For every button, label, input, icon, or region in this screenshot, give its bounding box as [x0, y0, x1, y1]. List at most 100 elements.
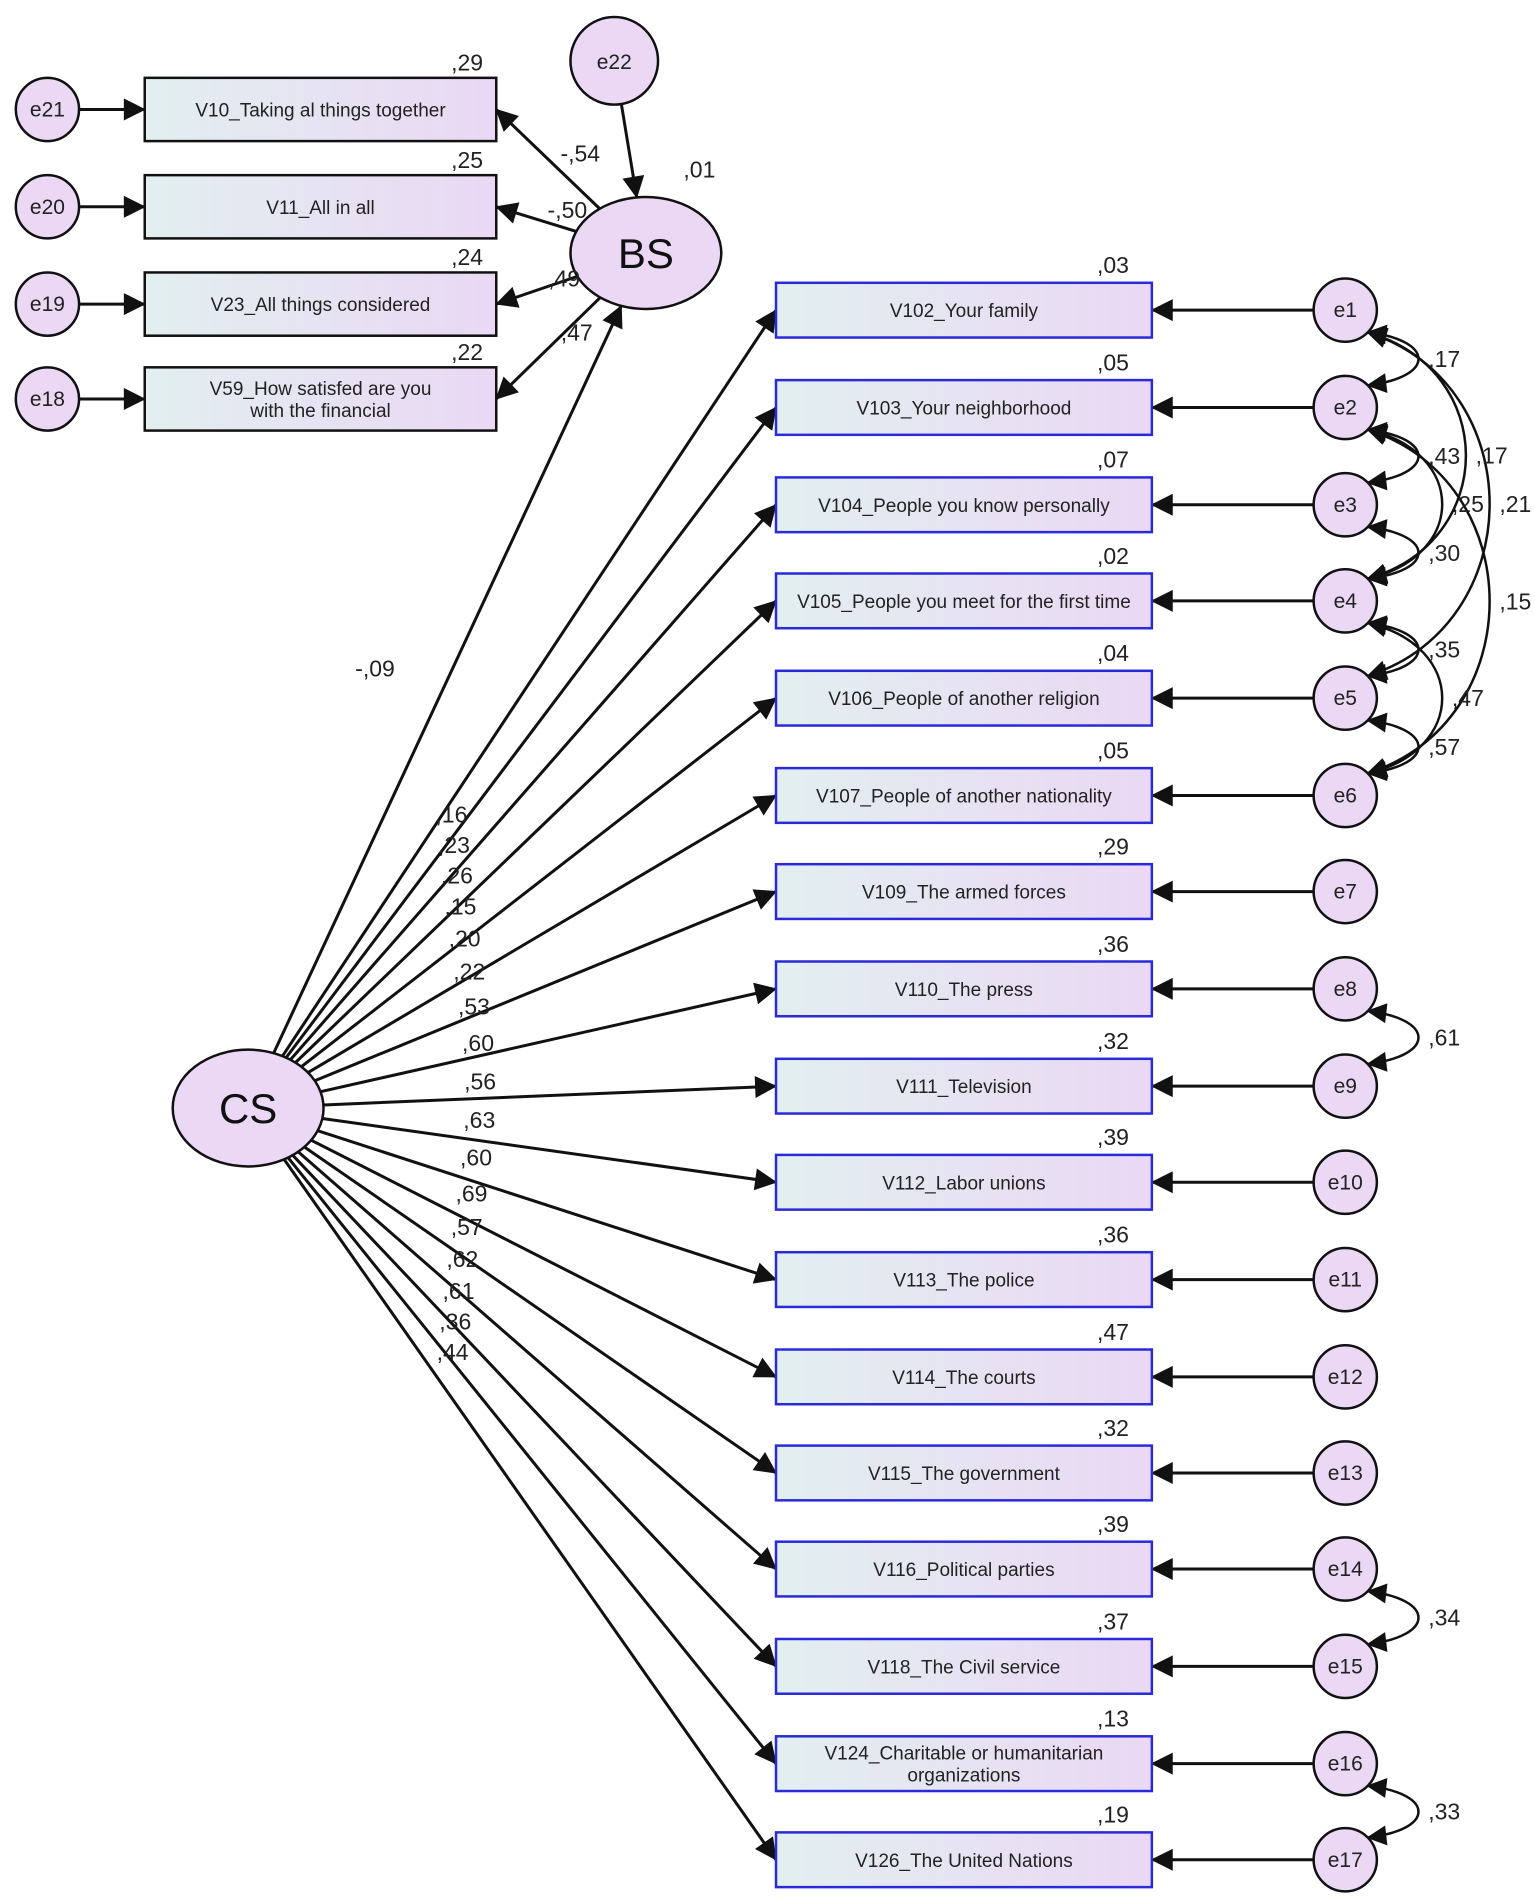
- covariance-label: ,17: [1476, 443, 1508, 469]
- error-term-label: e16: [1328, 1753, 1363, 1776]
- observed-variable-box: [774, 1735, 1154, 1793]
- covariance-label: ,57: [1428, 734, 1460, 760]
- loading-label: ,56: [464, 1069, 496, 1095]
- bs-r-squared-label: ,01: [683, 157, 715, 183]
- covariance-curve: [1366, 324, 1420, 394]
- r-squared-label: ,07: [1097, 447, 1129, 473]
- error-term-label: e5: [1334, 687, 1357, 710]
- cs-loading-arrow: [282, 1158, 778, 1861]
- covariance-curve: [1366, 328, 1491, 680]
- loading-label: -,54: [560, 141, 600, 167]
- cs-loading-arrow: [281, 309, 778, 1057]
- observed-variable-label: V107_People of another nationality: [816, 786, 1112, 807]
- r-squared-label: ,29: [451, 50, 483, 76]
- observed-variable-label: V105_People you meet for the first time: [797, 592, 1131, 613]
- cs-loading-arrow: [289, 503, 778, 1061]
- loading-label: ,26: [441, 863, 473, 889]
- covariance-label: ,21: [1499, 491, 1531, 517]
- loading-label: ,57: [451, 1214, 483, 1240]
- observed-variable-label: V102_Your family: [890, 301, 1039, 322]
- r-squared-label: ,22: [451, 339, 483, 365]
- covariance-label: ,17: [1428, 346, 1460, 372]
- observed-variable-label: V106_People of another religion: [828, 689, 1099, 710]
- r-squared-label: ,36: [1097, 931, 1129, 957]
- covariance-curve: [1366, 519, 1420, 587]
- observed-variable-box: [774, 1153, 1154, 1211]
- loading-label: ,22: [453, 959, 485, 985]
- r-squared-label: ,29: [1097, 833, 1129, 859]
- labels-layer: V10_Taking al things together e21 ,29 -,54V…: [30, 50, 1531, 1872]
- loading-label: ,20: [449, 925, 481, 951]
- error-term-label: e15: [1328, 1655, 1363, 1678]
- error-term-label: e20: [30, 196, 65, 219]
- error-term-circle: [1312, 1440, 1379, 1506]
- latent-cs-ellipse: [171, 1048, 325, 1168]
- loading-label: ,62: [446, 1246, 478, 1272]
- observed-variable-label: V10_Taking al things together: [195, 100, 446, 121]
- covariance-label: ,33: [1428, 1799, 1460, 1825]
- error-term-label: e21: [30, 98, 65, 121]
- cs-loading-arrow: [300, 696, 777, 1068]
- r-squared-label: ,13: [1097, 1706, 1129, 1732]
- error-term-circle: [1312, 858, 1379, 925]
- observed-variable-label: V103_Your neighborhood: [857, 398, 1072, 419]
- observed-variable-label: V113_The police: [893, 1271, 1034, 1292]
- covariance-label: ,43: [1428, 443, 1460, 469]
- bs-loading-arrow: [495, 202, 577, 233]
- error-term-circle: [14, 366, 81, 432]
- observed-variable-box: [774, 1057, 1154, 1115]
- r-squared-label: ,05: [1097, 737, 1129, 763]
- covariance-curve: [1366, 1778, 1420, 1846]
- loading-label: ,47: [561, 320, 593, 346]
- observed-variable-box: [774, 1250, 1154, 1309]
- error-term-label: e13: [1328, 1462, 1363, 1485]
- observed-variable-label: V111_Television: [896, 1077, 1032, 1098]
- observed-variable-box: [774, 960, 1154, 1018]
- observed-variable-box: [774, 378, 1154, 437]
- error-term-label: e8: [1334, 978, 1357, 1001]
- error-term-label: e17: [1328, 1849, 1363, 1872]
- loading-label: ,15: [444, 893, 476, 919]
- error-term-label: e6: [1334, 784, 1357, 807]
- cs-loading-arrow: [314, 889, 778, 1083]
- error-term-circle: [1312, 1344, 1379, 1410]
- paths-layer: [79, 98, 1491, 1871]
- cs-loading-arrow: [307, 794, 777, 1074]
- error-term-label: e3: [1334, 494, 1357, 517]
- error-term-circle: [1312, 374, 1379, 441]
- bs-loading-arrow: [495, 274, 578, 308]
- cs-to-bs-coefficient: -,09: [355, 655, 395, 681]
- observed-variable-box: [774, 476, 1154, 534]
- r-squared-label: ,32: [1097, 1415, 1129, 1441]
- cs-loading-arrow: [297, 1150, 778, 1571]
- error-term-label: e9: [1334, 1075, 1357, 1098]
- disturbance-label: e22: [597, 51, 632, 74]
- error-term-circle: [1312, 567, 1379, 634]
- r-squared-label: ,39: [1097, 1124, 1129, 1150]
- error-term-circle: [1312, 1246, 1379, 1313]
- observed-variable-label: V11_All in all: [266, 198, 374, 219]
- loading-label: ,36: [439, 1309, 471, 1335]
- observed-variable-label: V112_Labor unions: [882, 1173, 1045, 1194]
- cs-loading-arrow: [286, 1156, 778, 1765]
- observed-variable-box: [774, 1540, 1154, 1598]
- error-term-circle: [14, 173, 81, 240]
- error-term-circle: [1312, 665, 1379, 732]
- loading-label: ,53: [458, 993, 490, 1019]
- observed-variable-label: V116_Political parties: [873, 1560, 1054, 1581]
- loading-label: ,61: [443, 1278, 475, 1304]
- loading-label: ,60: [460, 1145, 492, 1171]
- observed-variable-label: V104_People you know personally: [818, 496, 1110, 517]
- r-squared-label: ,25: [451, 147, 483, 173]
- error-term-label: e1: [1334, 299, 1357, 322]
- observed-variable-box: [774, 1348, 1154, 1406]
- observed-variable-label: V126_The United Nations: [855, 1851, 1073, 1872]
- covariance-curve: [1366, 425, 1491, 778]
- error-term-circle: [1312, 1730, 1379, 1797]
- covariance-label: ,30: [1428, 540, 1460, 566]
- error-term-label: e2: [1334, 396, 1357, 419]
- observed-variable-box: [774, 1831, 1154, 1889]
- loading-label: ,44: [437, 1339, 469, 1365]
